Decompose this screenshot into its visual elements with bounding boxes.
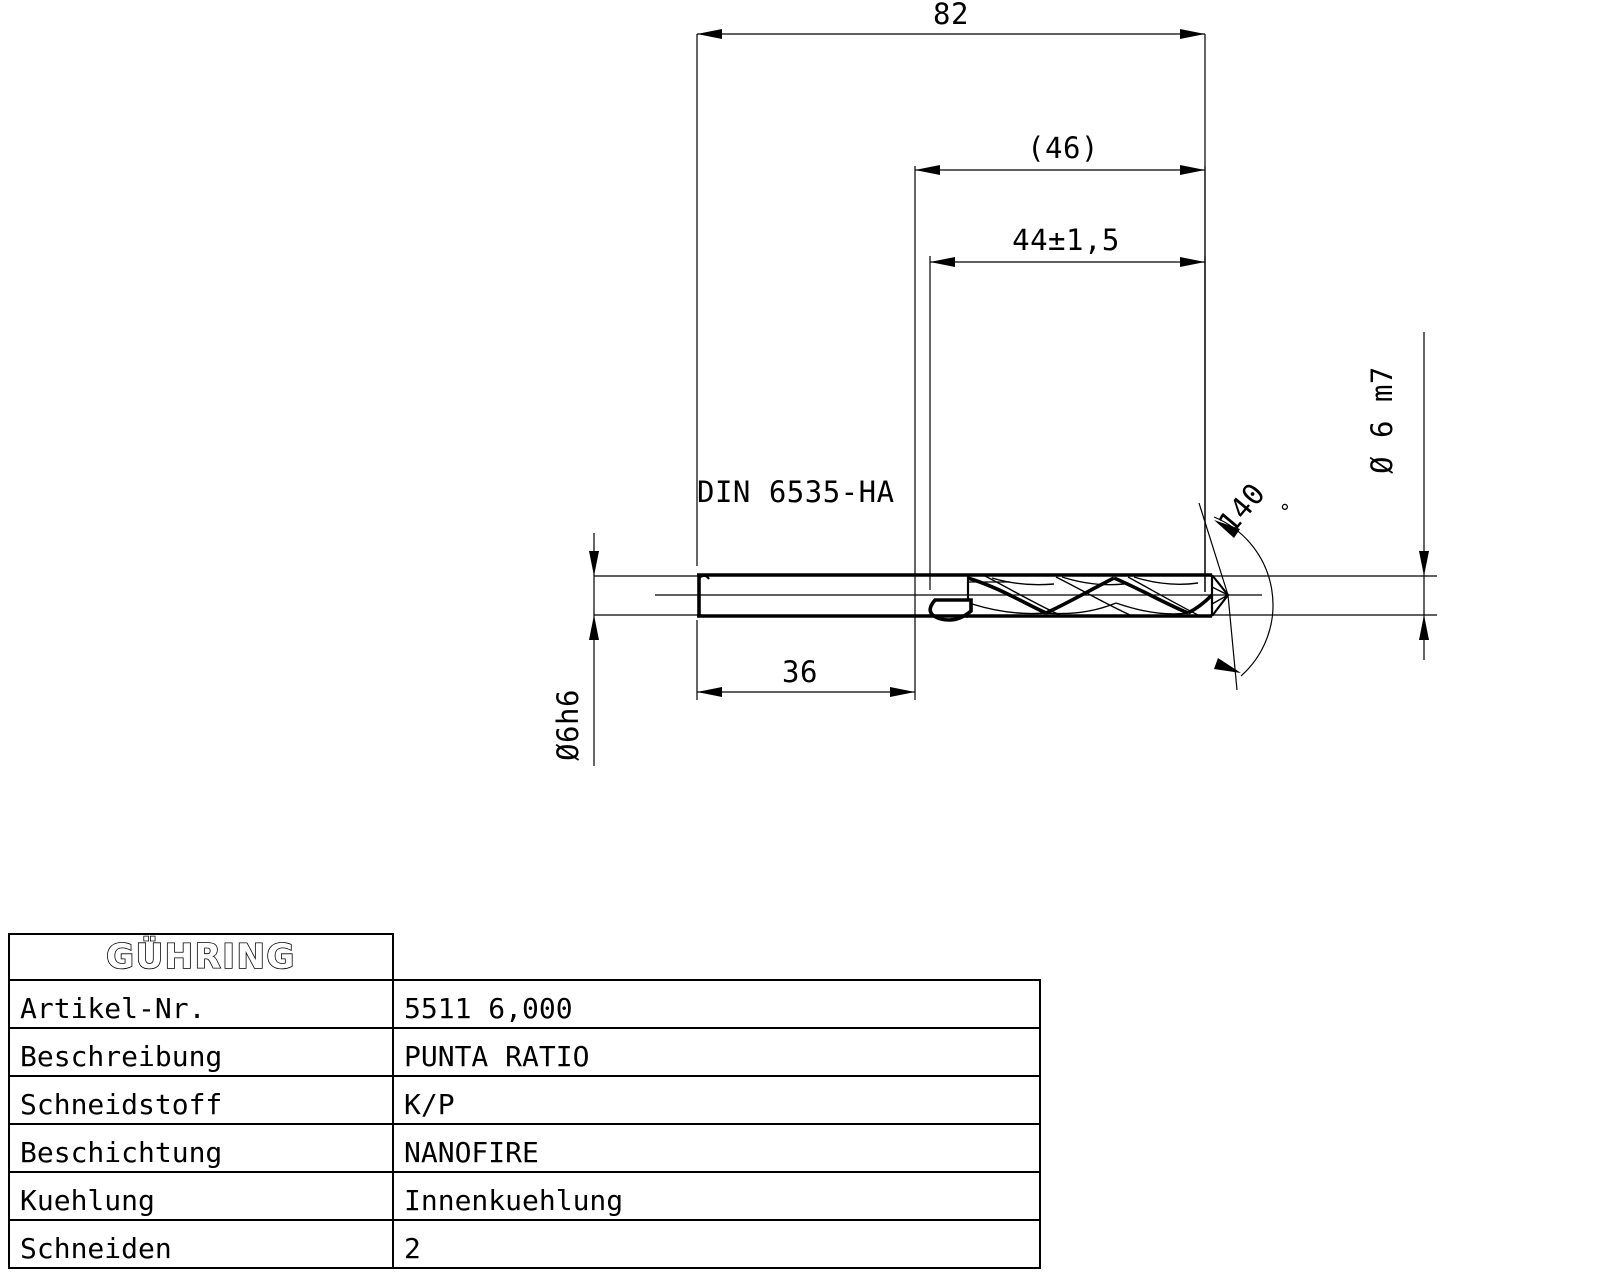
helix-back-1 xyxy=(991,577,1055,586)
table-cell-label: Schneiden xyxy=(20,1232,172,1265)
table-row: Beschichtung NANOFIRE xyxy=(20,1136,539,1169)
helix-trailing-2 xyxy=(1055,576,1131,616)
arrowhead-right-46 xyxy=(1180,165,1205,175)
land-line-1 xyxy=(971,603,1047,615)
table-cell-label: Artikel-Nr. xyxy=(20,992,205,1025)
arrowhead-angle-lower xyxy=(1214,658,1241,673)
dimension-usable-length: 44±1,5 xyxy=(929,223,1206,592)
helix-trailing-3 xyxy=(1127,576,1199,616)
arrowhead-cutting-top xyxy=(1419,551,1429,576)
angle-leg-lower xyxy=(1227,594,1238,691)
table-cell-value: K/P xyxy=(404,1088,455,1121)
dimension-shank-diameter: Ø6h6 xyxy=(551,533,700,766)
table-cell-label: Kuehlung xyxy=(20,1184,155,1217)
dimension-label-point-angle: 140 xyxy=(1211,476,1272,539)
dimension-label-flute-length-reference: (46) xyxy=(1027,131,1099,165)
table-cell-label: Beschichtung xyxy=(20,1136,222,1169)
dimension-label-cutting-diameter: Ø 6 m7 xyxy=(1365,366,1399,474)
dimension-label-shank-diameter: Ø6h6 xyxy=(551,689,585,761)
arrowhead-cutting-bottom xyxy=(1419,615,1429,640)
arrowhead-left-82 xyxy=(697,29,722,39)
shank-chamfer-mark xyxy=(698,574,710,580)
helix-edge-3 xyxy=(1113,576,1189,615)
arrowhead-right-36 xyxy=(890,687,915,697)
land-line-2 xyxy=(1045,602,1117,615)
table-cell-label: Beschreibung xyxy=(20,1040,222,1073)
coolant-hole-exit xyxy=(928,598,973,622)
table-row: Schneidstoff K/P xyxy=(20,1088,455,1121)
title-block-table: GÜHRING Artikel-Nr. 5511 6,000 Beschreib… xyxy=(8,933,1041,1269)
helix-edge-2 xyxy=(1045,576,1115,615)
helix-back-3 xyxy=(1133,576,1199,586)
table-row: Kuehlung Innenkuehlung xyxy=(20,1184,623,1217)
dimension-point-angle: 140 ° xyxy=(1198,476,1302,691)
angle-leg-upper xyxy=(1198,502,1229,596)
dimension-label-shank-length: 36 xyxy=(782,655,818,689)
arrowhead-left-44 xyxy=(930,257,955,267)
helix-back-2 xyxy=(1061,576,1125,586)
dimension-label-overall-length: 82 xyxy=(933,0,969,31)
drill-bit-geometry xyxy=(697,573,1230,622)
land-line-3 xyxy=(1115,602,1189,615)
arrowhead-shank-top xyxy=(589,551,599,576)
table-cell-label: Schneidstoff xyxy=(20,1088,222,1121)
table-row: Schneiden 2 xyxy=(20,1232,421,1265)
dimension-shank-length: 36 xyxy=(696,620,915,700)
guhring-logo: GÜHRING xyxy=(106,936,296,977)
table-cell-value: Innenkuehlung xyxy=(404,1184,623,1217)
angle-arc xyxy=(1213,516,1274,677)
table-cell-value: PUNTA RATIO xyxy=(404,1040,589,1073)
arrowhead-left-36 xyxy=(697,687,722,697)
table-cell-value: 2 xyxy=(404,1232,421,1265)
arrowhead-shank-bottom xyxy=(589,615,599,640)
dimension-cutting-diameter: Ø 6 m7 xyxy=(1210,332,1437,660)
helix-edge-1 xyxy=(967,576,1047,615)
arrowhead-left-46 xyxy=(915,165,940,175)
helix-trailing-1 xyxy=(984,575,1061,616)
dimension-label-usable-length: 44±1,5 xyxy=(1012,223,1120,257)
table-row: Artikel-Nr. 5511 6,000 xyxy=(20,992,573,1025)
table-cell-value: 5511 6,000 xyxy=(404,992,573,1025)
arrowhead-right-44 xyxy=(1180,257,1205,267)
table-row: Beschreibung PUNTA RATIO xyxy=(20,1040,589,1073)
helix-edge-4 xyxy=(1187,593,1214,615)
din-standard-note: DIN 6535-HA xyxy=(697,475,895,509)
table-cell-value: NANOFIRE xyxy=(404,1136,539,1169)
arrowhead-angle-upper xyxy=(1214,520,1240,538)
arrowhead-right-82 xyxy=(1180,29,1205,39)
degree-symbol: ° xyxy=(1275,498,1301,523)
